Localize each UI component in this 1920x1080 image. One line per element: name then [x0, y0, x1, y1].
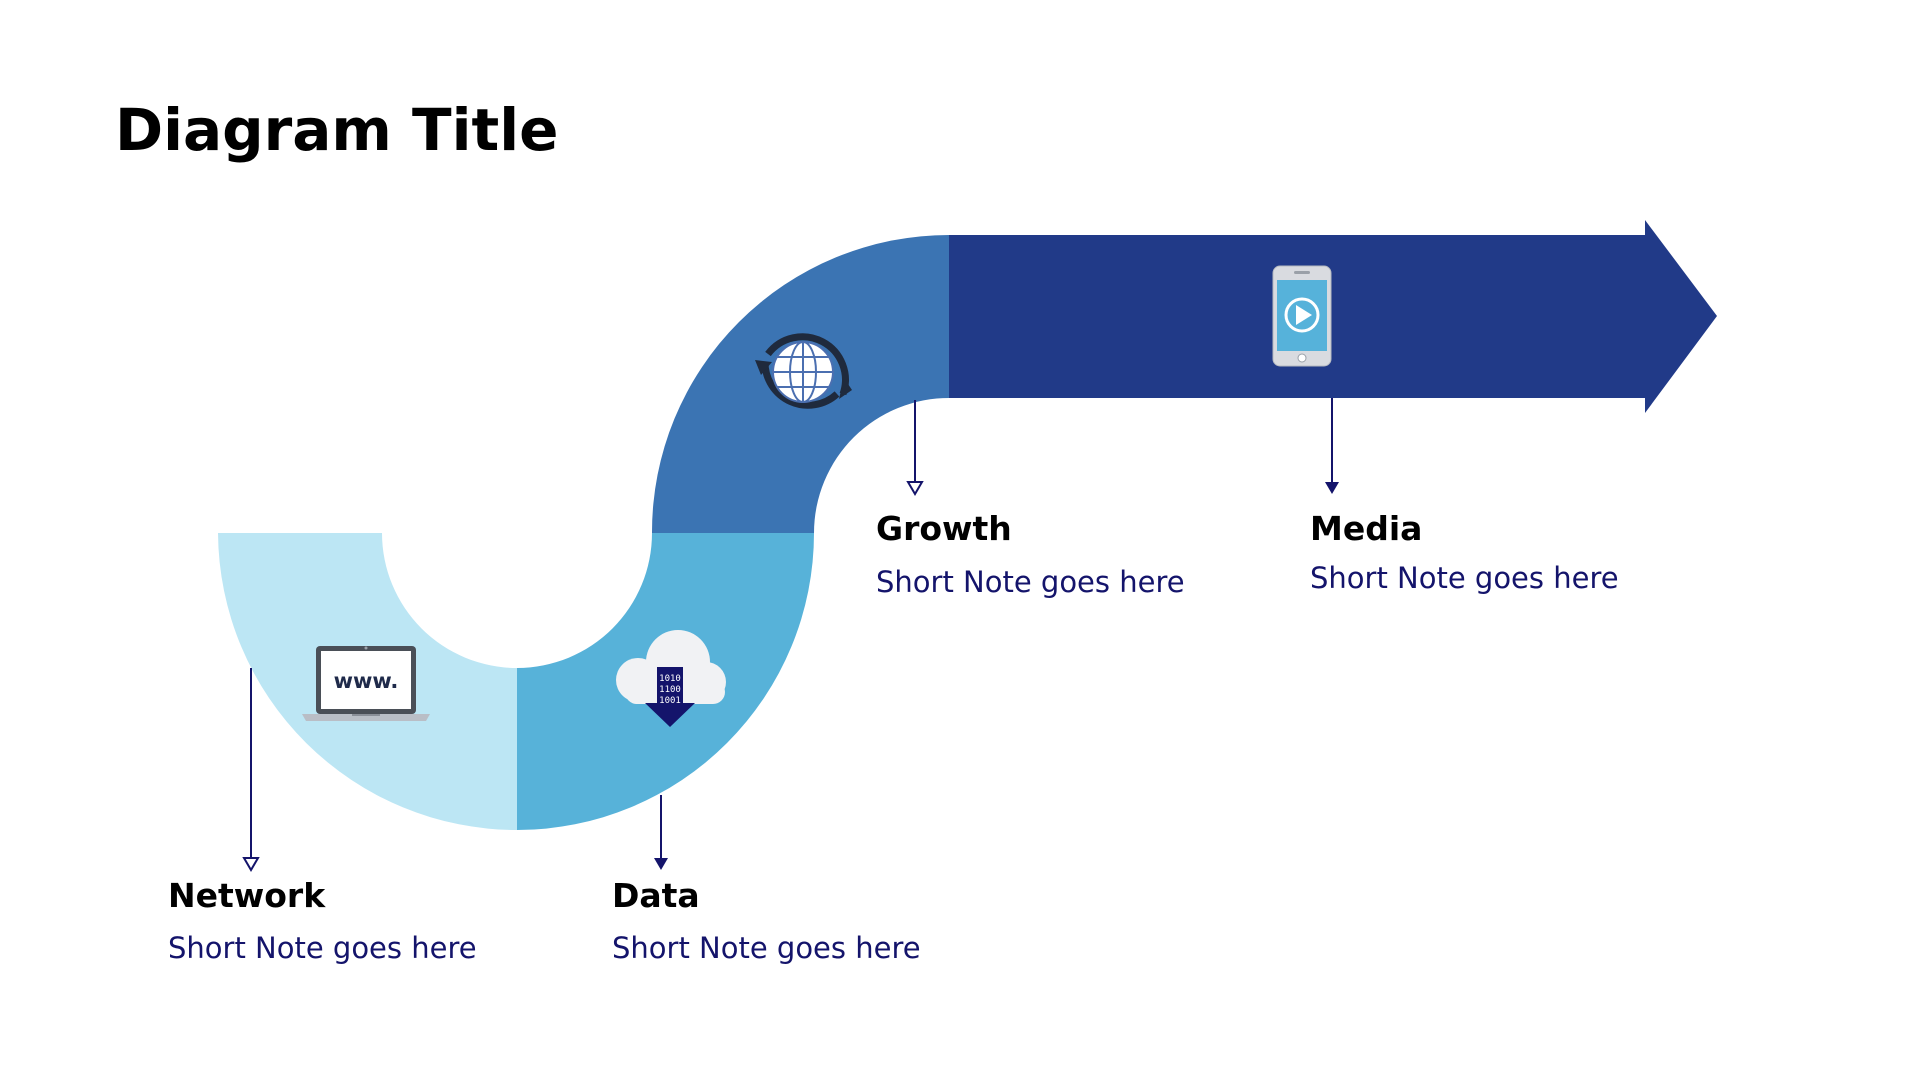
binary-line-3: 1001	[659, 696, 681, 706]
connector-media	[1325, 398, 1339, 494]
segment-media-arrow	[949, 220, 1717, 413]
step-note-data: Short Note goes here	[612, 931, 921, 965]
connector-growth	[906, 400, 924, 496]
cloud-download-icon: 1010 1100 1001	[616, 630, 726, 727]
step-note-growth: Short Note goes here	[876, 565, 1185, 599]
globe-sync-icon	[755, 333, 852, 409]
step-label-media: Media	[1310, 509, 1422, 548]
connector-data	[654, 795, 668, 870]
step-label-network: Network	[168, 876, 326, 915]
connector-network	[242, 668, 260, 872]
smartphone-play-icon	[1272, 265, 1332, 367]
step-note-media: Short Note goes here	[1310, 561, 1619, 595]
www-icon-text: www.	[334, 669, 399, 693]
page-title: Diagram Title	[115, 96, 558, 164]
binary-line-2: 1100	[659, 685, 681, 695]
laptop-www-icon: www.	[302, 646, 430, 721]
step-label-growth: Growth	[876, 509, 1012, 548]
binary-line-1: 1010	[659, 674, 681, 684]
step-note-network: Short Note goes here	[168, 931, 477, 965]
step-label-data: Data	[612, 876, 700, 915]
